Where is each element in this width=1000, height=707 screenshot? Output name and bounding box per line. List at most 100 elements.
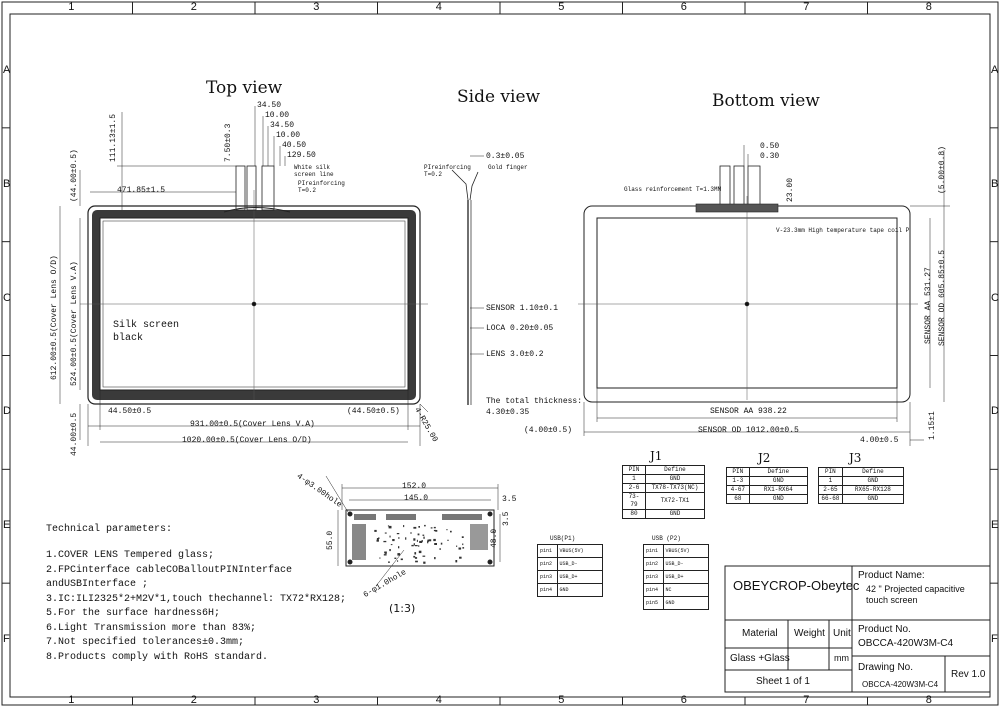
- dim-bottom-4-left: (4.00±0.5): [524, 426, 573, 435]
- table-cell: 68: [726, 494, 750, 504]
- dim-44-50-right: (44.50±0.5): [347, 407, 400, 416]
- row-label: C: [991, 291, 999, 304]
- tape-label: V-23.3mm High temperature tape coil P: [776, 227, 910, 234]
- dim-fpc-5: 40.50: [282, 141, 307, 150]
- dim-fpc-2: 10.00: [265, 111, 290, 120]
- row-label: D: [991, 405, 999, 418]
- dim-pcb-55: 55.0: [326, 530, 335, 550]
- sheet-label: Sheet 1 of 1: [756, 676, 810, 687]
- table-cell: 66-68: [818, 494, 843, 504]
- column-label: 5: [558, 1, 565, 13]
- sensor-od-horizontal: SENSOR OD 1012.00±0.5: [698, 426, 799, 435]
- usb-p1-title: USB(P1): [550, 535, 576, 542]
- loca-thickness: LOCA 0.20±0.05: [486, 324, 554, 333]
- pcb-components: [374, 524, 465, 564]
- tech-parameter-item: 6.Light Transmission more than 83%;: [46, 622, 257, 634]
- table-cell: RX65-RX128: [841, 485, 905, 495]
- dim-931: 931.00±0.5(Cover Lens V.A): [190, 420, 315, 429]
- table-cell: pin3: [643, 570, 664, 584]
- dim-44-bottom: 44.00±0.5: [70, 412, 79, 456]
- title-block-lines: [724, 565, 991, 693]
- tech-parameter-item: andUSBInterface ;: [46, 579, 149, 590]
- j1-title: J1: [650, 449, 663, 463]
- table-cell: 73-79: [622, 492, 646, 510]
- table-cell: 1: [622, 474, 646, 484]
- column-label: 4: [435, 694, 442, 706]
- column-label: 7: [803, 694, 810, 706]
- table-cell: USB_D-: [662, 557, 709, 571]
- weight-label: Weight: [794, 628, 825, 639]
- side-view-drawing: [451, 155, 484, 405]
- row-label: B: [991, 177, 999, 190]
- table-cell: pin1: [643, 544, 664, 558]
- table-cell: pin5: [643, 596, 664, 610]
- row-label: B: [3, 177, 11, 190]
- dim-44-50-left: 44.50±0.5: [108, 407, 152, 416]
- column-label: 3: [313, 694, 320, 706]
- row-label: A: [991, 63, 999, 76]
- table-cell: 1-3: [726, 476, 750, 486]
- dim-1020: 1020.00±0.5(Cover Lens O/D): [182, 436, 312, 445]
- dim-fpc-6: 129.50: [287, 151, 316, 160]
- top-view-title: Top view: [206, 78, 283, 98]
- row-label: D: [3, 405, 11, 418]
- revision: Rev 1.0: [951, 669, 986, 680]
- row-label: F: [3, 633, 10, 646]
- tech-parameter-item: 8.Products comply with RoHS standard.: [46, 651, 269, 663]
- dim-pcb-35a: 3.5: [502, 495, 517, 504]
- table-cell: VBUS(5V): [556, 544, 603, 558]
- table-cell: PIN: [818, 467, 843, 477]
- column-label: 3: [313, 1, 320, 13]
- table-cell: GND: [748, 476, 809, 486]
- table-cell: GND: [841, 494, 905, 504]
- table-cell: PIN: [622, 465, 646, 475]
- column-label: 6: [680, 1, 687, 13]
- column-label: 1: [68, 694, 75, 706]
- material-label: Material: [742, 628, 778, 639]
- pcb-drawing: [325, 475, 501, 587]
- column-label: 1: [68, 1, 75, 13]
- dim-7-50: 7.50±0.3: [224, 123, 233, 162]
- table-cell: USB_D+: [556, 570, 603, 584]
- pcb-scale: (1:3): [389, 602, 416, 615]
- dim-111: 111.13±1.5: [109, 113, 118, 162]
- material-value: Glass +Glass: [730, 653, 790, 664]
- tech-parameter-item: 7.Not specified tolerances±0.3mm;: [46, 637, 245, 648]
- dim-fpc-1: 34.50: [257, 101, 282, 110]
- bottom-view-drawing: [578, 145, 950, 446]
- table-cell: pin1: [537, 544, 558, 558]
- table-cell: TX78-TX73(NC): [644, 483, 706, 493]
- column-label: 2: [190, 694, 197, 706]
- gold-finger-label: Gold finger: [488, 164, 528, 171]
- dim-bottom-030: 0.30: [760, 152, 780, 161]
- column-label: 4: [435, 1, 442, 13]
- sensor-aa-horizontal: SENSOR AA 938.22: [710, 407, 787, 416]
- column-label: 5: [558, 694, 565, 706]
- table-cell: Define: [748, 467, 809, 477]
- drawing-no-label: Drawing No.: [858, 662, 914, 673]
- unit-label: Unit: [833, 628, 851, 639]
- dim-bottom-5: (5.00±0.8): [938, 145, 947, 194]
